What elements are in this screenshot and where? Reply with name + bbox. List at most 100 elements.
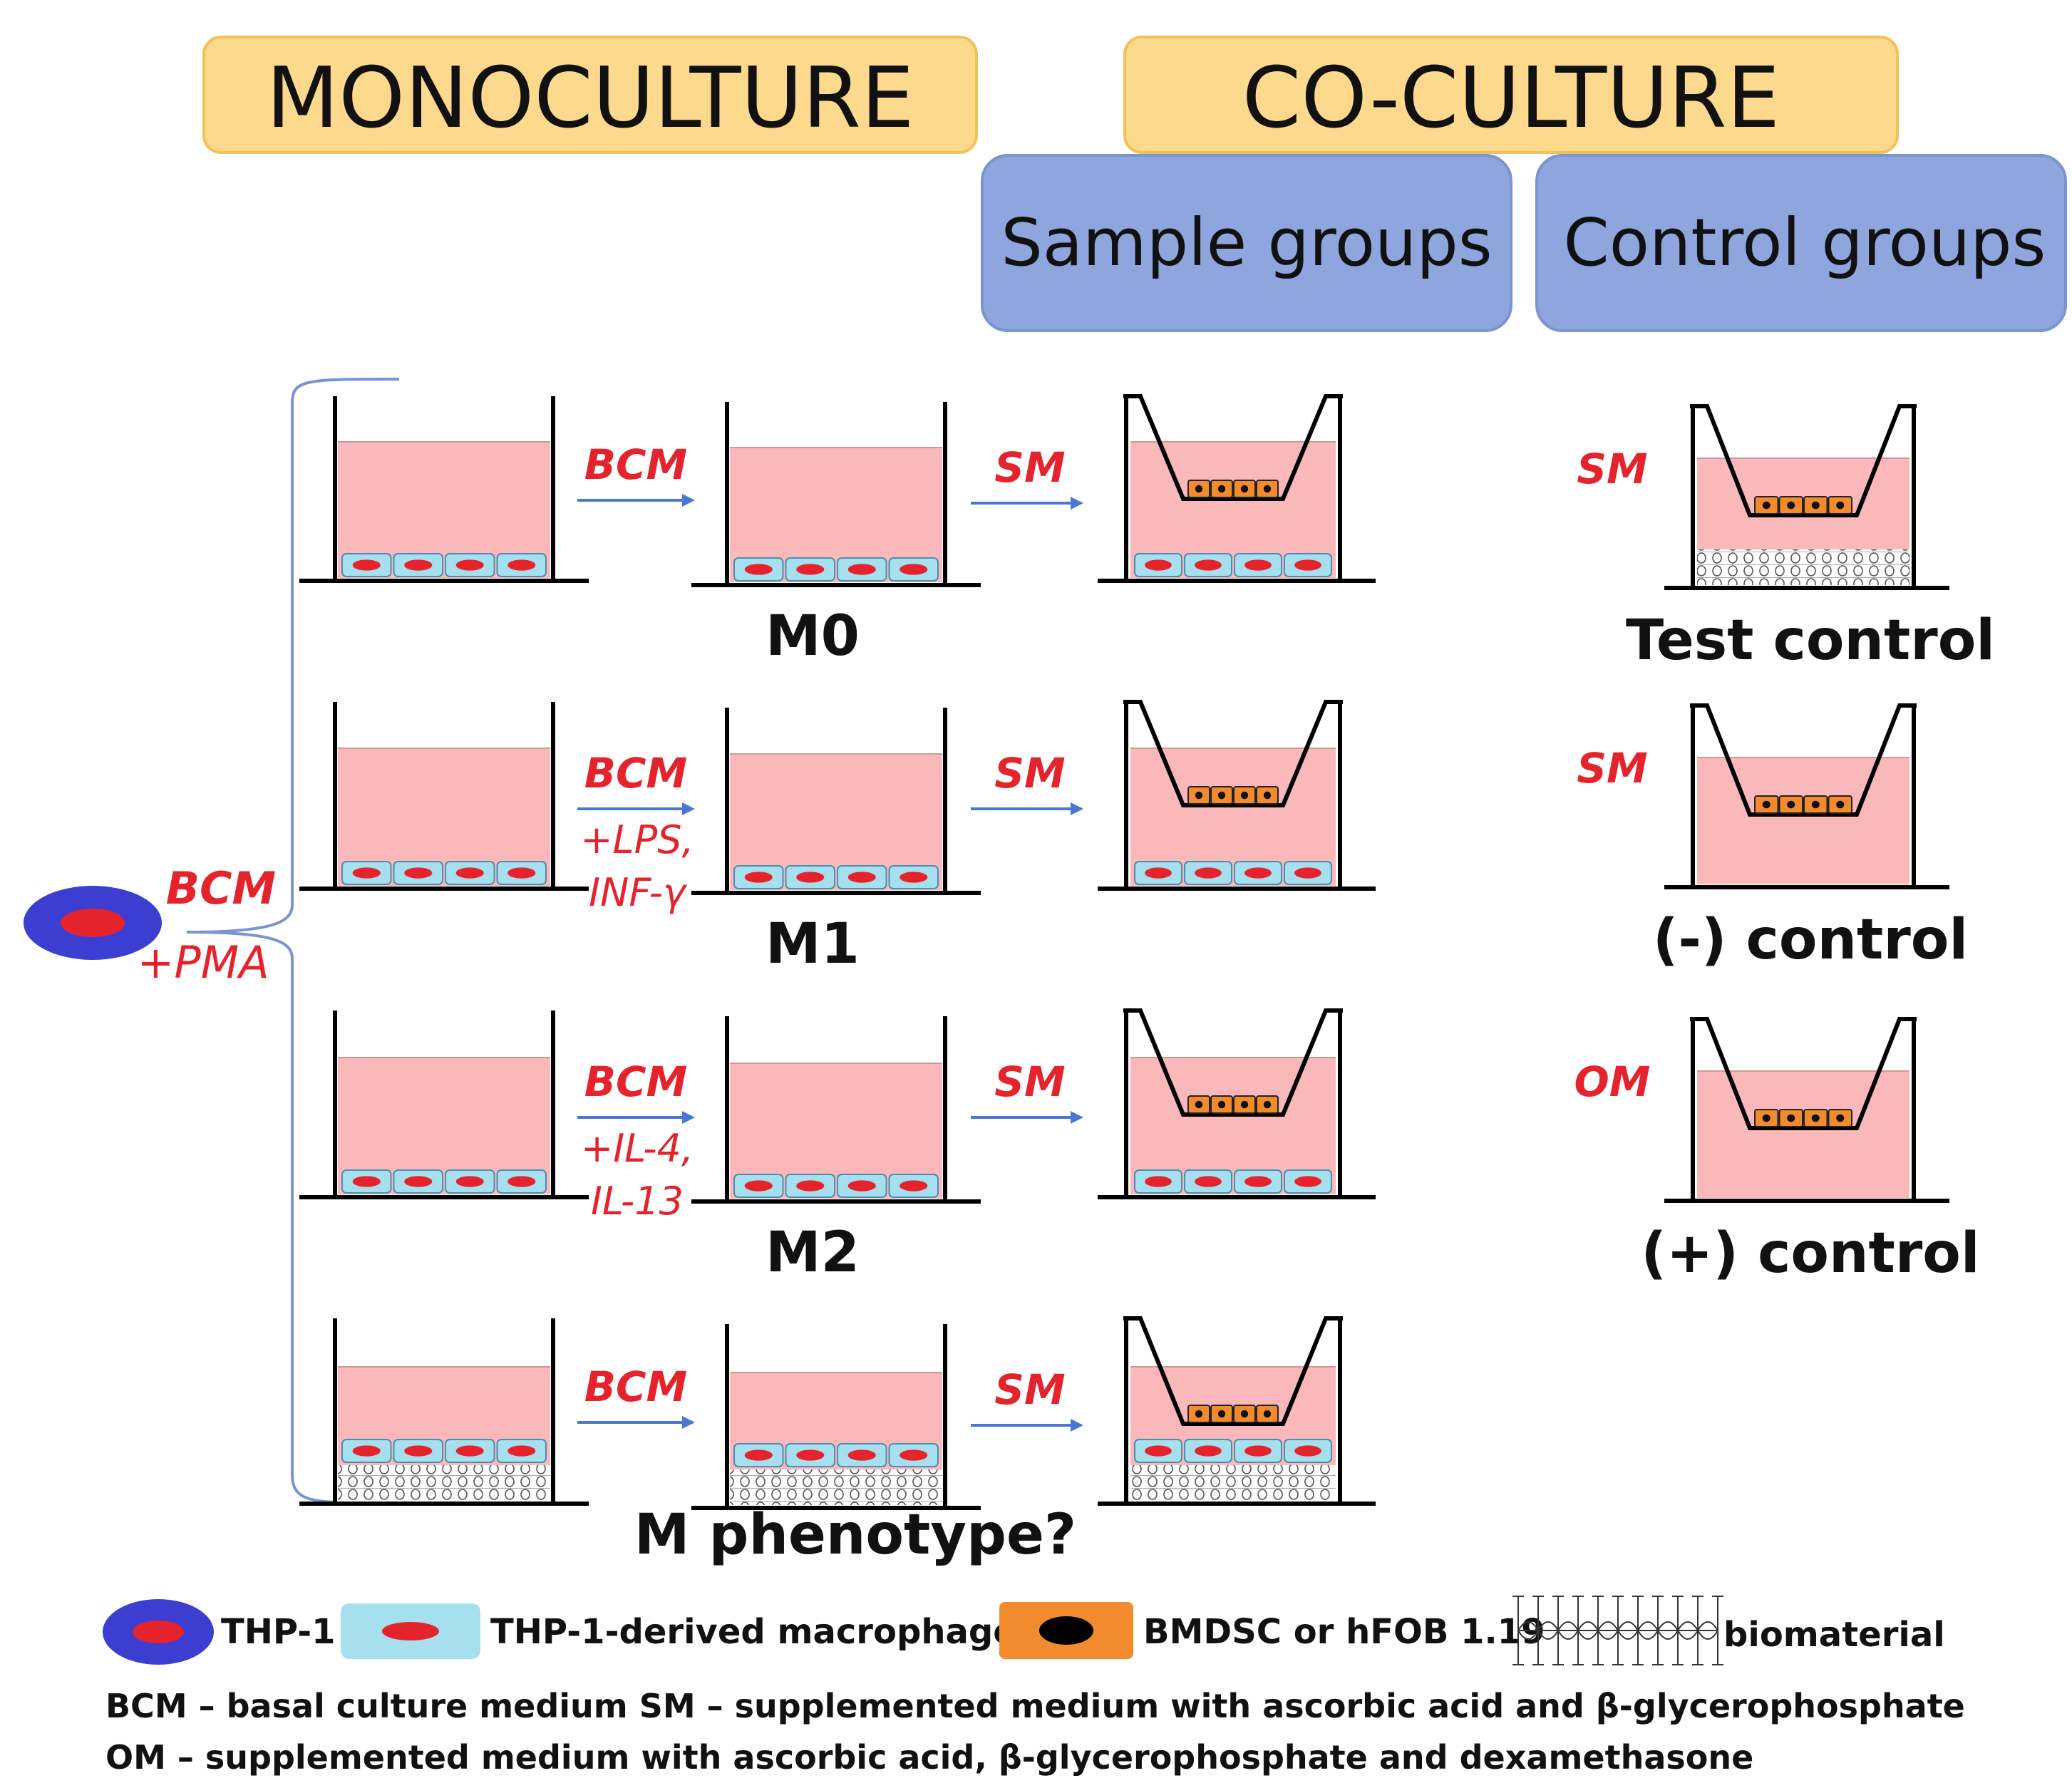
- control-medium-label: OM: [1574, 1058, 1650, 1106]
- step1-arrow: [577, 494, 695, 507]
- macrophage-cell: [393, 553, 443, 577]
- coculture-well: [1098, 394, 1376, 583]
- macrophage-cell: [1284, 553, 1332, 577]
- macrophage-cell: [445, 1439, 495, 1463]
- bmdsc-cell: [1754, 1109, 1779, 1127]
- macrophage-cell: [1184, 1169, 1232, 1194]
- bmdsc-cell: [1187, 786, 1210, 805]
- coculture-well: [1098, 1316, 1376, 1506]
- macrophage-cell: [1134, 553, 1182, 577]
- legend-biomaterial-label: biomaterial: [1723, 1615, 1945, 1655]
- bmdsc-cell: [1778, 496, 1803, 515]
- legend-thp1-icon: [103, 1599, 214, 1665]
- macrophage-cell: [1134, 1439, 1182, 1463]
- bmdsc-cell: [1828, 496, 1852, 515]
- macrophage-cell: [837, 1174, 887, 1198]
- macrophage-cell: [445, 861, 495, 885]
- macrophage-cell: [496, 1439, 547, 1463]
- macrophage-cell: [393, 861, 443, 885]
- transwell-insert: [1690, 703, 1917, 817]
- bmdsc-cell: [1233, 1095, 1256, 1114]
- bmdsc-cell: [1256, 786, 1279, 805]
- step2-medium-label: SM: [994, 443, 1066, 492]
- legend-bmdsc-label: BMDSC or hFOB 1.19: [1143, 1612, 1545, 1652]
- control-well: [1664, 1017, 1949, 1203]
- control-groups-header: Control groups: [1535, 154, 2067, 332]
- macrophage-cell: [341, 553, 392, 577]
- biomaterial-scaffold: [1130, 1465, 1336, 1501]
- bmdsc-cell: [1778, 795, 1803, 814]
- step2-medium-label: SM: [994, 1365, 1066, 1414]
- macrophage-cell: [393, 1169, 443, 1194]
- step2-arrow: [971, 1419, 1083, 1432]
- bmdsc-cell: [1233, 480, 1256, 498]
- legend-note-2: OM – supplemented medium with ascorbic a…: [105, 1738, 1753, 1777]
- bmdsc-cell: [1828, 1109, 1852, 1127]
- macrophage-cell: [888, 1174, 939, 1198]
- legend-bmdsc-icon: [999, 1602, 1133, 1659]
- step1-additive-label: INF-γ: [589, 870, 688, 915]
- medium-fill: [1697, 1071, 1909, 1198]
- macrophage-cell: [1284, 1439, 1332, 1463]
- medium-fill: [1697, 758, 1909, 884]
- macrophage-cell: [496, 1169, 547, 1194]
- bmdsc-cell: [1778, 1109, 1803, 1127]
- transwell-insert: [1123, 394, 1343, 501]
- macrophage-cell: [1184, 861, 1232, 885]
- macrophage-cell: [1184, 553, 1232, 577]
- macrophage-cell: [837, 557, 887, 582]
- differentiated-well: [691, 1324, 981, 1510]
- macrophage-cell: [888, 1443, 939, 1467]
- sample-groups-label: Sample groups: [1001, 205, 1492, 281]
- start-medium-label: BCM: [166, 862, 276, 914]
- bmdsc-cell: [1187, 1405, 1210, 1423]
- differentiated-well: [691, 708, 981, 895]
- step1-additive-label: +IL-4,: [581, 1126, 694, 1171]
- bmdsc-cell: [1256, 1095, 1279, 1114]
- step2-arrow: [971, 497, 1083, 510]
- legend: THP-1 THP-1-derived macrophage BMDSC or …: [103, 1596, 1965, 1777]
- step2-arrow: [971, 1111, 1083, 1124]
- macrophage-cell: [785, 557, 835, 582]
- legend-macrophage-label: THP-1-derived macrophage: [490, 1612, 1016, 1652]
- step2-medium-label: SM: [994, 749, 1066, 797]
- bmdsc-cell: [1256, 480, 1279, 498]
- macrophage-cell: [837, 1443, 887, 1467]
- macrophage-cell: [733, 865, 784, 889]
- macrophage-cell: [733, 1174, 784, 1198]
- step1-arrow: [577, 802, 695, 815]
- macrophage-cell: [785, 1174, 835, 1198]
- macrophage-cell: [785, 865, 835, 889]
- coculture-well: [1098, 700, 1376, 891]
- bmdsc-cell: [1210, 1405, 1233, 1423]
- legend-macrophage-icon: [341, 1603, 480, 1659]
- bmdsc-cell: [1803, 1109, 1828, 1127]
- monoculture-well: [299, 396, 589, 583]
- control-label: Test control: [1626, 609, 1995, 673]
- branch-brace: [186, 378, 400, 1504]
- bmdsc-cell: [1187, 480, 1210, 498]
- macrophage-cell: [1184, 1439, 1232, 1463]
- macrophage-cell: [341, 861, 392, 885]
- step1-arrow: [577, 1111, 695, 1124]
- step1-medium-label: BCM: [584, 749, 688, 797]
- bmdsc-cell: [1754, 795, 1779, 814]
- macrophage-cell: [1234, 1169, 1282, 1194]
- monoculture-well: [299, 702, 589, 891]
- transwell-insert: [1690, 1017, 1917, 1130]
- coculture-well: [1098, 1008, 1376, 1199]
- macrophage-cell: [1134, 1169, 1182, 1194]
- macrophage-cell: [1284, 861, 1332, 885]
- bmdsc-cell: [1210, 786, 1233, 805]
- macrophage-cell: [496, 861, 547, 885]
- legend-biomaterial-icon: [1512, 1596, 1723, 1665]
- bmdsc-cell: [1803, 795, 1828, 814]
- bmdsc-cell: [1210, 1095, 1233, 1114]
- bmdsc-cell: [1754, 496, 1779, 515]
- control-medium-label: SM: [1577, 445, 1648, 493]
- bmdsc-cell: [1233, 1405, 1256, 1423]
